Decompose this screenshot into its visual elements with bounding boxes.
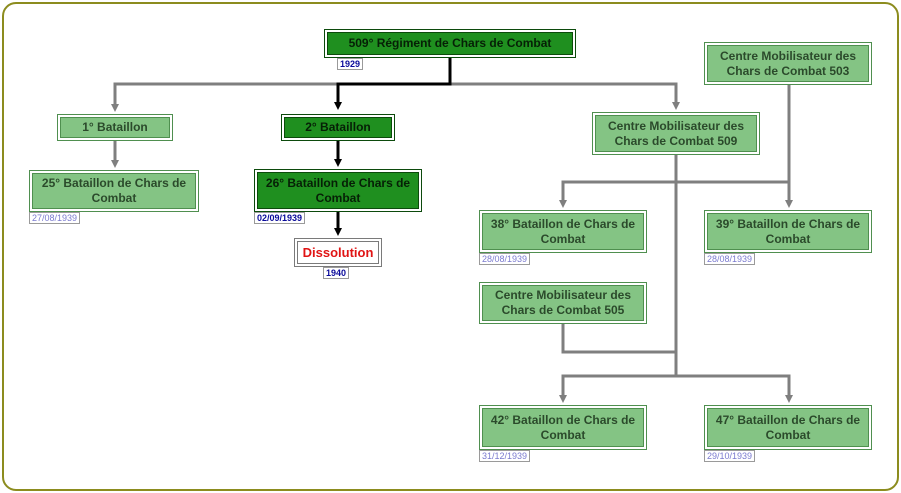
node-26-bcc: 26° Bataillon de Chars de Combat [254,169,422,212]
node-dissolution: Dissolution [294,238,382,267]
node-2-bataillon-label: 2° Bataillon [305,120,371,134]
link-cm509-to-47-bcc [676,374,793,403]
node-509-regiment: 509° Régiment de Chars de Combat [324,29,576,58]
node-cm505-label: Centre Mobilisateur des Chars de Combat … [494,288,632,317]
node-25-bcc: 25° Bataillon de Chars de Combat [29,170,199,212]
link-cm509-to-38-bcc [559,155,678,208]
node-47-bcc-date: 29/10/1939 [704,450,756,462]
node-2-bataillon: 2° Bataillon [281,114,395,141]
node-25-bcc-date: 27/08/1939 [29,212,81,224]
node-39-bcc: 39° Bataillon de Chars de Combat [704,210,872,253]
link-regiment-to-2-bataillon [334,58,452,110]
node-42-bcc: 42° Bataillon de Chars de Combat [479,405,647,450]
node-dissolution-date: 1940 [323,267,350,279]
node-1-bataillon-label: 1° Bataillon [82,120,148,134]
node-cm509-label: Centre Mobilisateur des Chars de Combat … [607,118,745,148]
link-cm505-to-bus [561,324,676,354]
node-47-bcc: 47° Bataillon de Chars de Combat [704,405,872,450]
node-cm505: Centre Mobilisateur des Chars de Combat … [479,282,647,324]
node-1-bataillon: 1° Bataillon [57,114,173,141]
node-39-bcc-label: 39° Bataillon de Chars de Combat [715,216,861,246]
link-cm509-to-42-bcc [559,182,678,403]
node-cm509: Centre Mobilisateur des Chars de Combat … [592,112,760,155]
node-cm503: Centre Mobilisateur des Chars de Combat … [704,42,872,85]
node-cm503-label: Centre Mobilisateur des Chars de Combat … [719,48,857,78]
node-26-bcc-label: 26° Bataillon de Chars de Combat [265,175,411,205]
node-509-regiment-date: 1929 [337,58,364,70]
link-regiment-to-cm509 [450,82,680,110]
link-regiment-to-1-bataillon [111,82,450,112]
node-26-bcc-date: 02/09/1939 [254,212,306,224]
node-47-bcc-label: 47° Bataillon de Chars de Combat [715,412,861,442]
node-42-bcc-label: 42° Bataillon de Chars de Combat [490,412,636,442]
node-38-bcc-label: 38° Bataillon de Chars de Combat [490,216,636,246]
node-39-bcc-date: 28/08/1939 [704,253,756,265]
node-dissolution-label: Dissolution [302,245,374,260]
node-38-bcc-date: 28/08/1939 [479,253,531,265]
node-509-regiment-label: 509° Régiment de Chars de Combat [348,36,552,50]
node-38-bcc: 38° Bataillon de Chars de Combat [479,210,647,253]
node-42-bcc-date: 31/12/1939 [479,450,531,462]
node-25-bcc-label: 25° Bataillon de Chars de Combat [41,176,187,205]
